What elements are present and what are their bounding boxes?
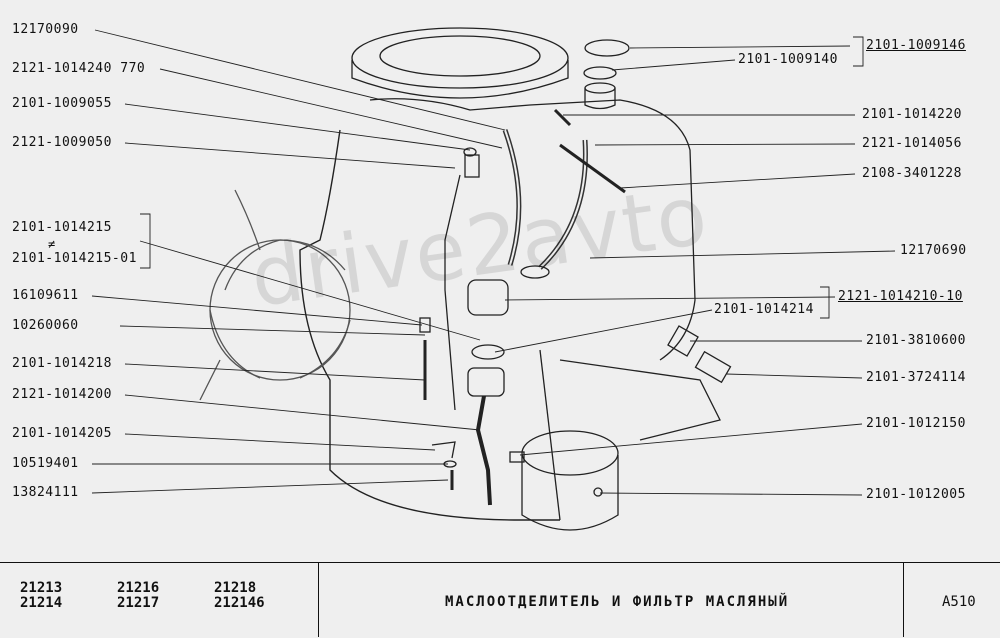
part-label-2101-1014218: 2101-1014218 xyxy=(12,356,112,371)
part-label-12170690: 12170690 xyxy=(900,243,967,258)
cable-tie xyxy=(559,143,626,194)
part-label-2101-3810600: 2101-3810600 xyxy=(866,333,966,348)
part-label-2101-1009055: 2101-1009055 xyxy=(12,96,112,111)
union-fitting xyxy=(509,451,525,463)
part-label-10260060: 10260060 xyxy=(12,318,79,333)
model-21217: 21217 xyxy=(117,595,160,611)
part-label-2101-3724114: 2101-3724114 xyxy=(866,370,966,385)
model-21216: 21216 xyxy=(117,580,160,596)
drawing-title: МАСЛООТДЕЛИТЕЛЬ И ФИЛЬТР МАСЛЯНЫЙ xyxy=(445,594,790,610)
oil-pressure-sensor xyxy=(667,325,699,357)
part-label-2101-1014205: 2101-1014205 xyxy=(12,426,112,441)
variant-mark: ≠ xyxy=(48,237,56,251)
part-label-2101-1009140: 2101-1009140 xyxy=(738,52,838,67)
model-21213: 21213 xyxy=(20,580,63,596)
dipstick xyxy=(444,174,461,411)
part-label-2101-1014214: 2101-1014214 xyxy=(714,302,814,317)
part-label-2101-1012005: 2101-1012005 xyxy=(866,487,966,502)
fan xyxy=(199,189,351,401)
oil-filter xyxy=(521,430,619,531)
part-label-13824111: 13824111 xyxy=(12,485,79,500)
part-label-2121-1014210-10: 2121-1014210-10 xyxy=(838,289,963,304)
bracket xyxy=(431,441,456,459)
engine-block-outline xyxy=(299,129,560,521)
model-21218: 21218 xyxy=(214,580,257,596)
part-label-16109611: 16109611 xyxy=(12,288,79,303)
sheet-number: A510 xyxy=(942,594,976,610)
oil-separator xyxy=(467,279,509,316)
title-block xyxy=(0,562,1000,638)
model-21214: 21214 xyxy=(20,595,63,611)
part-label-2101-1014215: 2101-1014215 xyxy=(12,220,112,235)
title-block-divider-1 xyxy=(318,562,319,637)
filler-cap xyxy=(584,39,630,57)
part-label-2101-1014220: 2101-1014220 xyxy=(862,107,962,122)
filler-gasket xyxy=(583,66,617,80)
part-label-2121-1009050: 2121-1009050 xyxy=(12,135,112,150)
part-label-2101-1014215-01: 2101-1014215-01 xyxy=(12,251,137,266)
air-filter-housing xyxy=(351,27,569,89)
part-label-2121-1014240-770: 2121-1014240 770 xyxy=(12,61,146,76)
engine-drawing xyxy=(91,27,896,531)
separator-gasket xyxy=(471,344,505,360)
part-label-2101-1012150: 2101-1012150 xyxy=(866,416,966,431)
part-label-10519401: 10519401 xyxy=(12,456,79,471)
model-212146: 212146 xyxy=(214,595,265,611)
drain-tube xyxy=(475,395,492,506)
part-label-2121-1014056: 2121-1014056 xyxy=(862,136,962,151)
part-label-2101-1009146: 2101-1009146 xyxy=(866,38,966,53)
leader-lines xyxy=(91,29,896,496)
air-filter-cover xyxy=(379,35,541,77)
part-label-2121-1014200: 2121-1014200 xyxy=(12,387,112,402)
warning-sensor xyxy=(694,350,732,384)
title-block-divider-2 xyxy=(903,562,904,637)
part-label-2108-3401228: 2108-3401228 xyxy=(862,166,962,181)
valve-cover-outline xyxy=(369,98,696,361)
part-label-12170090: 12170090 xyxy=(12,22,79,37)
